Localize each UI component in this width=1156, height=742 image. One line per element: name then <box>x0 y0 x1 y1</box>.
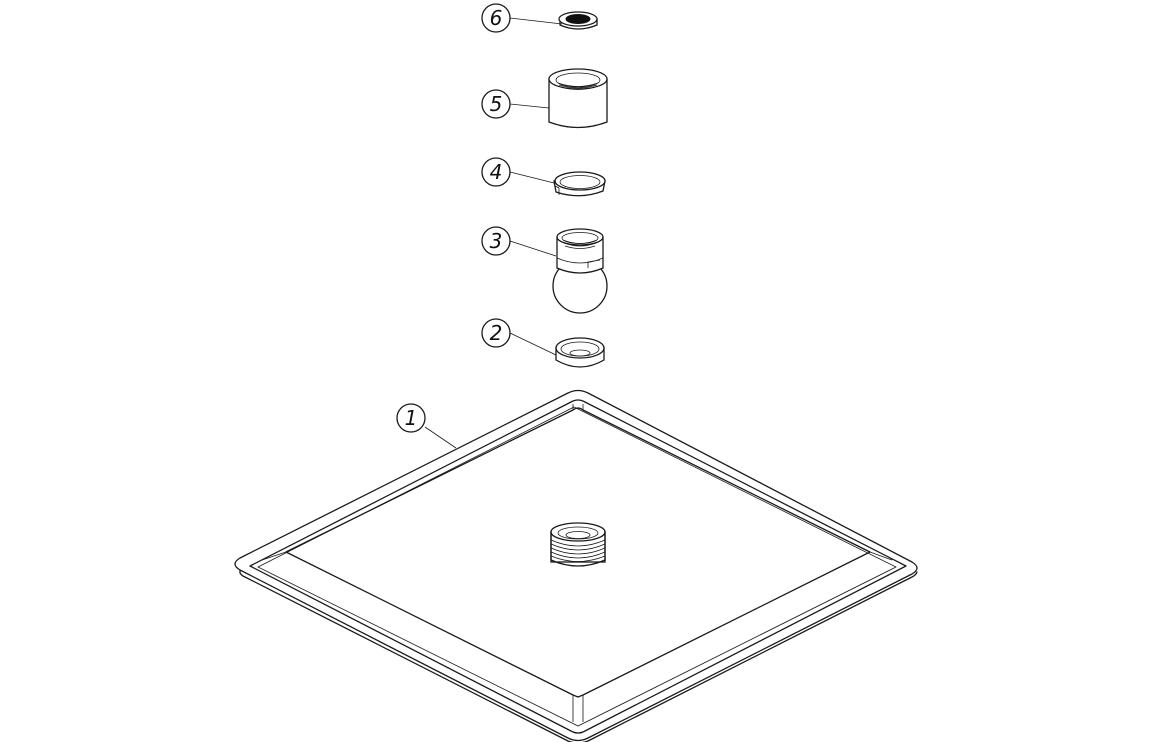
part-5-threaded-nut <box>548 68 608 129</box>
threaded-boss <box>550 522 606 567</box>
part-3-ball-joint <box>552 228 608 314</box>
callout-6: 6 <box>481 3 563 33</box>
part-1-shower-plate <box>234 389 918 742</box>
callout-2-label: 2 <box>490 321 503 345</box>
part-4-split-ring <box>553 171 606 197</box>
part-6-washer <box>558 11 598 30</box>
callout-1-label: 1 <box>405 406 418 430</box>
callout-3-label: 3 <box>490 229 503 253</box>
callout-4: 4 <box>481 157 555 187</box>
callout-6-label: 6 <box>490 6 503 30</box>
callout-2: 2 <box>481 318 557 356</box>
callout-5: 5 <box>481 89 550 119</box>
part-2-seat-ring <box>555 337 605 368</box>
callout-1: 1 <box>396 403 457 449</box>
callout-4-label: 4 <box>490 160 503 184</box>
callout-5-label: 5 <box>490 92 503 116</box>
callout-3: 3 <box>481 226 557 257</box>
